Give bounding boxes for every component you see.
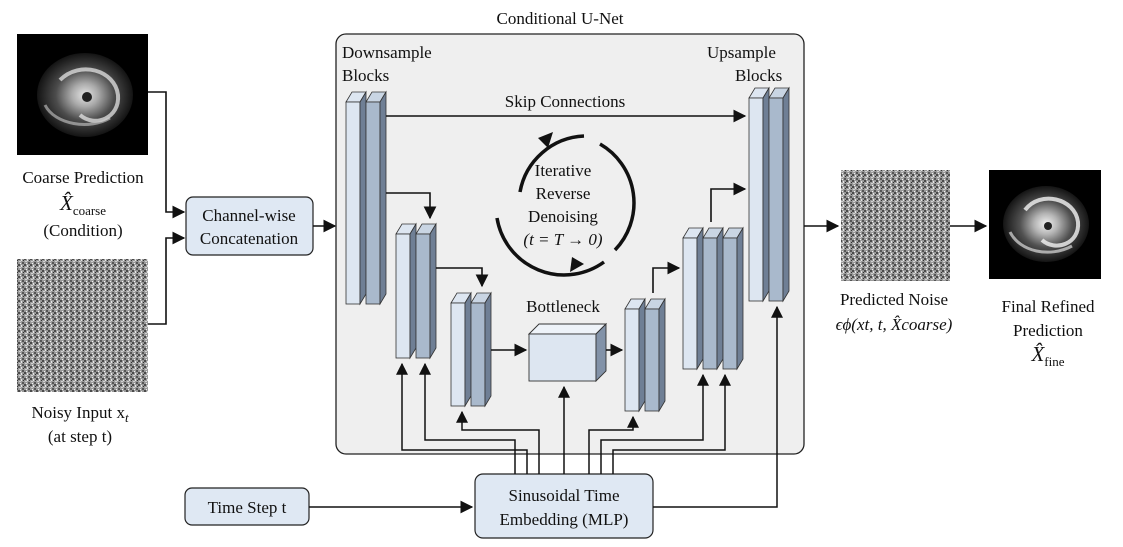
time-step-label: Time Step t: [208, 498, 287, 517]
time-embedding-connections: [396, 305, 783, 508]
upsample-label-1: Upsample: [707, 43, 776, 62]
concat-line2: Concatenation: [200, 229, 299, 248]
down-block-3: [450, 291, 492, 408]
diagram-title: Conditional U-Net: [496, 9, 623, 28]
noise-label-line2: ϵϕ(xt, t, X̂coarse): [836, 315, 953, 334]
bottleneck-label: Bottleneck: [526, 297, 600, 316]
embedding-line1: Sinusoidal Time: [508, 486, 619, 505]
noisy-label-line2: (at step t): [48, 427, 112, 446]
down-block-1: [345, 90, 387, 306]
upsample-label-2: Blocks: [735, 66, 782, 85]
down2-to-down3-arrow: [436, 267, 489, 288]
loop-line1: Iterative: [535, 161, 592, 180]
coarse-prediction-image: [17, 34, 148, 155]
loop-line4: (t = T → 0): [523, 230, 603, 249]
noisy-label-line1: Noisy Input xt: [31, 403, 129, 425]
down1-to-down2-arrow: [386, 192, 437, 220]
loop-line2: Reverse: [536, 184, 591, 203]
noisy-subscript: t: [125, 410, 129, 425]
final-subscript: fine: [1044, 354, 1064, 369]
up3-to-up2-arrow: [652, 261, 681, 293]
loop-line3: Denoising: [528, 207, 598, 226]
noisy-input-image: [17, 259, 148, 392]
coarse-label-line3: (Condition): [43, 221, 122, 240]
coarse-to-concat-arrow: [148, 91, 186, 219]
up-block-1: [748, 86, 790, 303]
predicted-noise-image: [841, 170, 950, 281]
noise-label-line1: Predicted Noise: [840, 290, 948, 309]
final-label-line2: Prediction: [1013, 321, 1083, 340]
up-block-2: [682, 226, 744, 371]
up-block-3: [624, 297, 666, 413]
downsample-label-2: Blocks: [342, 66, 389, 85]
coarse-label-line2: X̂coarse: [59, 191, 106, 218]
final-label-line1: Final Refined: [1001, 297, 1095, 316]
down-block-2: [395, 222, 437, 360]
noisy-label-text: Noisy Input x: [31, 403, 125, 422]
bottleneck-block: [527, 322, 608, 383]
iterative-loop-icon: [495, 132, 636, 277]
embedding-line2: Embedding (MLP): [500, 510, 629, 529]
up2-to-up1-arrow: [710, 182, 747, 222]
coarse-subscript: coarse: [73, 203, 106, 218]
noisy-to-concat-arrow: [148, 231, 186, 325]
downsample-label-1: Downsample: [342, 43, 432, 62]
coarse-label-line1: Coarse Prediction: [22, 168, 144, 187]
coarse-symbol: X̂: [59, 191, 74, 215]
final-prediction-image: [989, 170, 1101, 279]
skip-connections-label: Skip Connections: [505, 92, 625, 111]
final-label-line3: X̂fine: [1030, 342, 1064, 369]
final-symbol: X̂: [1030, 342, 1045, 366]
concat-line1: Channel-wise: [202, 206, 295, 225]
